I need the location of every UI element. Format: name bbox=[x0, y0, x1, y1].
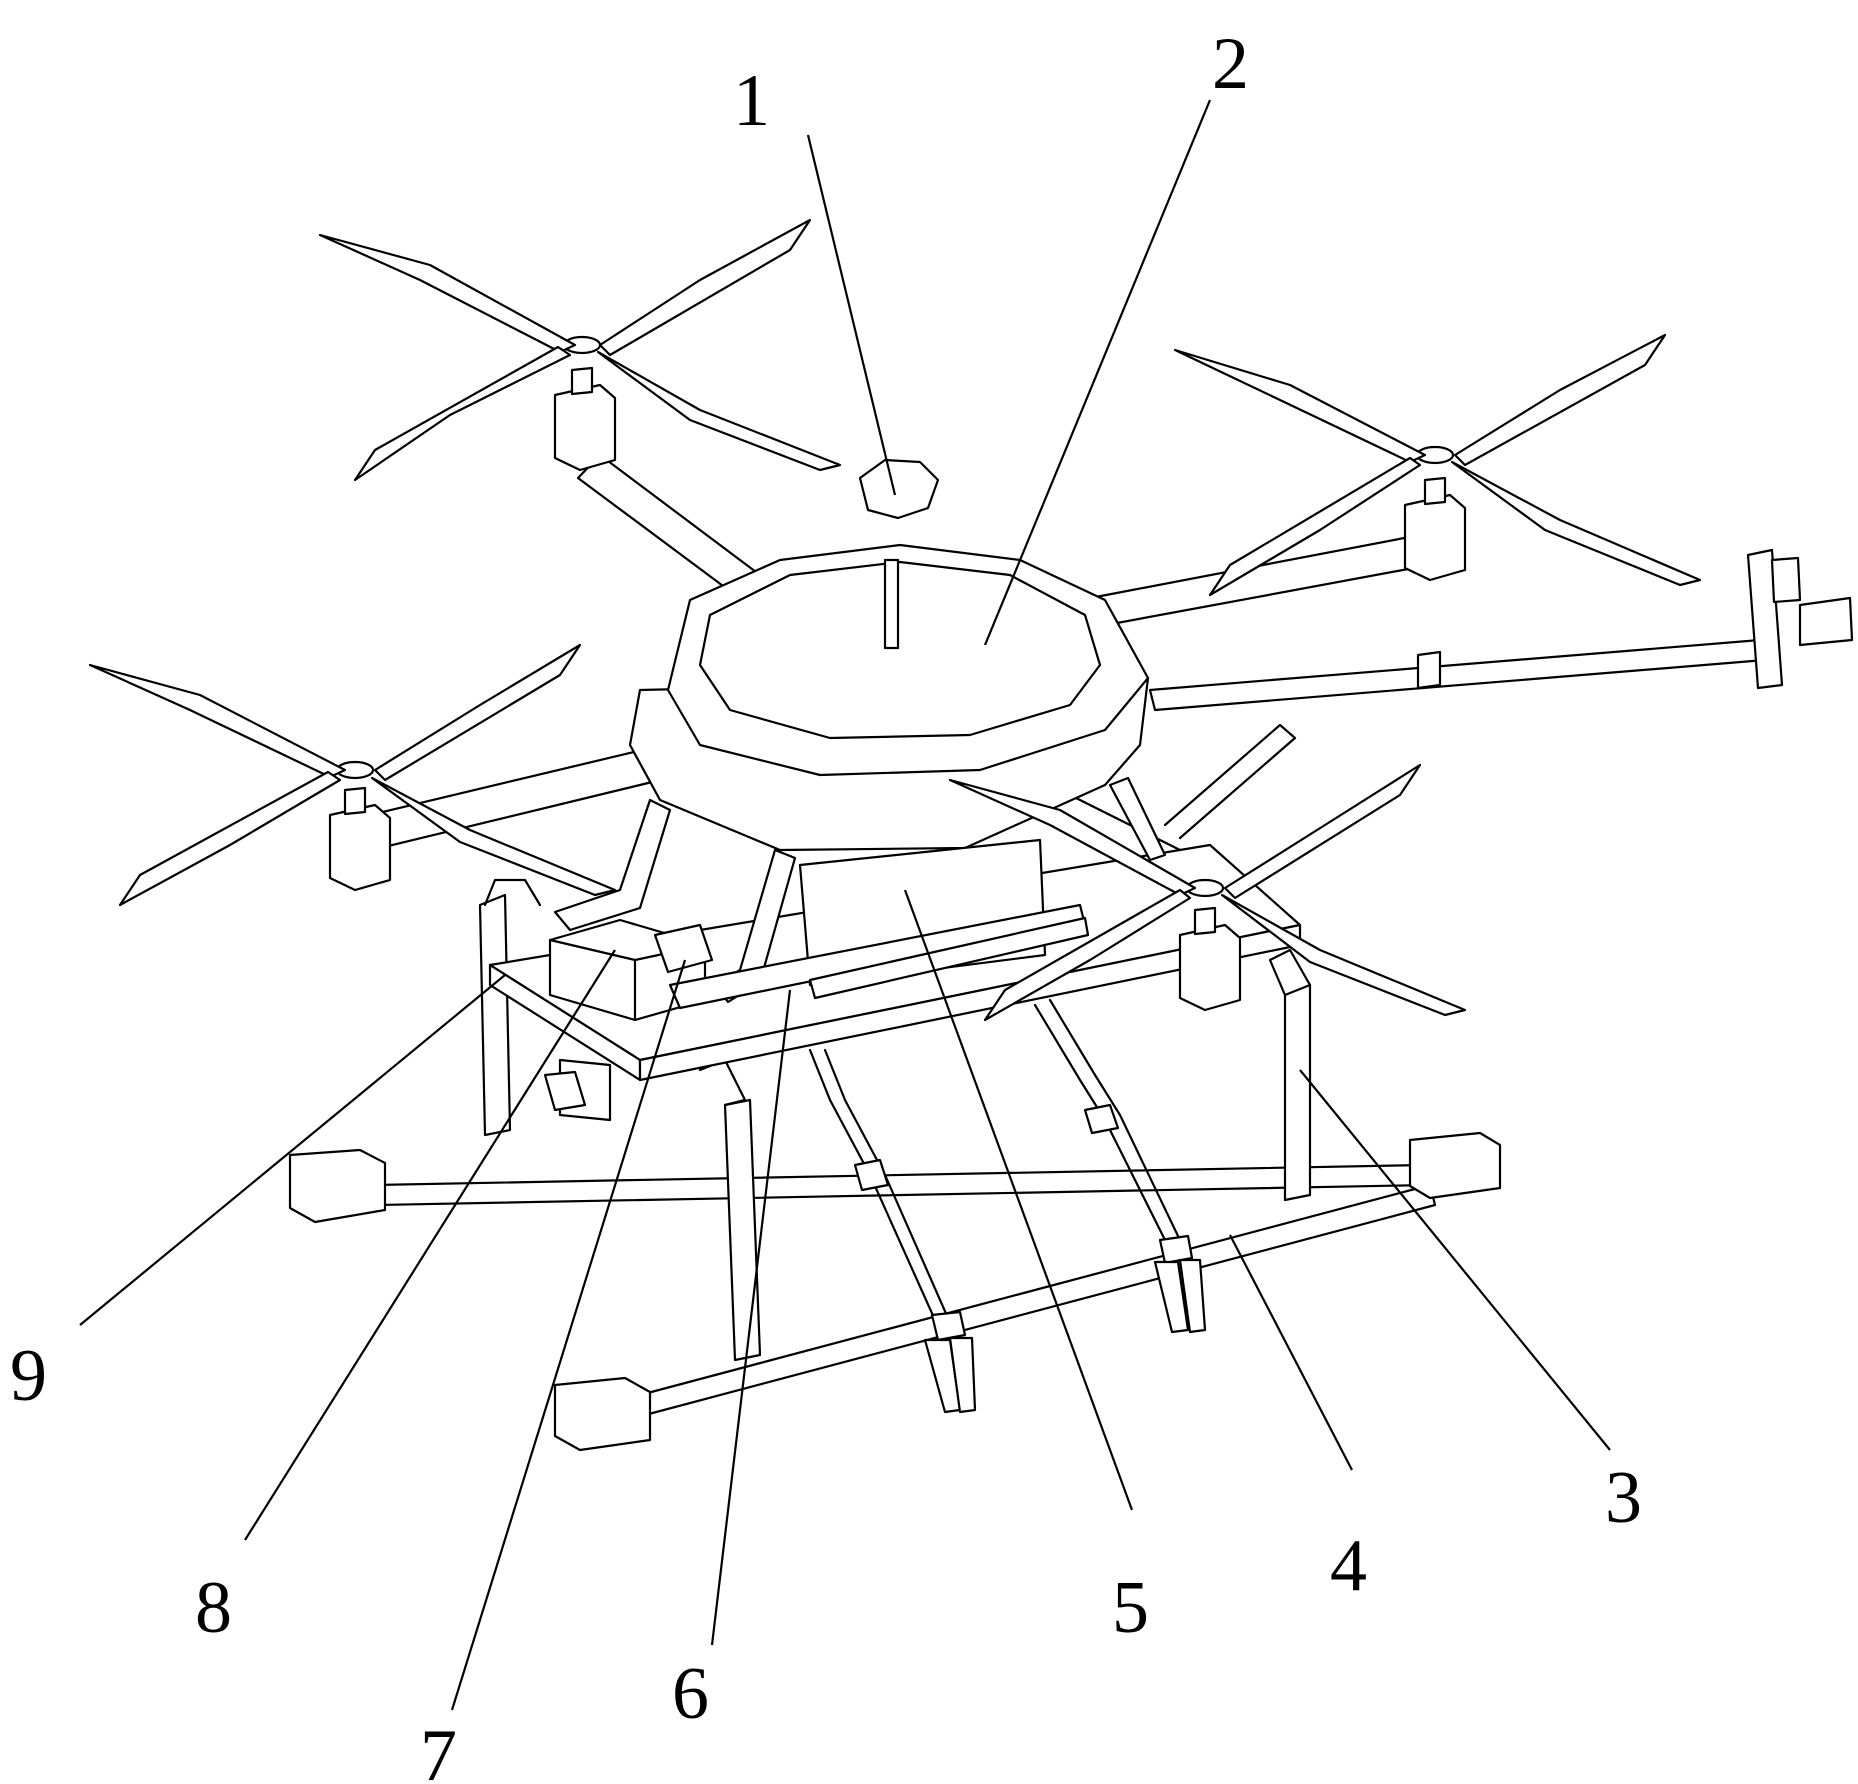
antenna bbox=[858, 458, 940, 650]
leader-1 bbox=[806, 134, 897, 496]
callout-6: 6 bbox=[672, 1653, 709, 1735]
callout-2: 2 bbox=[1212, 23, 1249, 105]
leader-7 bbox=[450, 959, 687, 1711]
clamp-left bbox=[808, 1048, 977, 1414]
callout-9: 9 bbox=[10, 1335, 47, 1417]
rotor-rear-left bbox=[318, 218, 842, 482]
callout-3: 3 bbox=[1605, 1457, 1642, 1539]
leader-4 bbox=[1229, 1234, 1353, 1471]
rotor-front-left bbox=[88, 643, 617, 907]
leader-2 bbox=[983, 99, 1212, 646]
leader-5 bbox=[903, 889, 1134, 1511]
leader-lines bbox=[79, 99, 1611, 1711]
clamp-right bbox=[1033, 998, 1207, 1334]
callout-1: 1 bbox=[733, 60, 770, 142]
callout-8: 8 bbox=[195, 1567, 232, 1649]
callout-5: 5 bbox=[1112, 1567, 1149, 1649]
leader-6 bbox=[710, 989, 792, 1646]
leader-3 bbox=[1299, 1069, 1611, 1451]
plate-components bbox=[548, 903, 1090, 1022]
leader-9 bbox=[79, 974, 506, 1326]
callout-4: 4 bbox=[1330, 1525, 1367, 1607]
leader-8 bbox=[244, 949, 616, 1541]
callout-7: 7 bbox=[420, 1715, 457, 1784]
rotor-front-right bbox=[948, 763, 1467, 1022]
rotor-rear-right bbox=[1173, 333, 1702, 597]
telescopic-rod bbox=[1148, 548, 1854, 840]
